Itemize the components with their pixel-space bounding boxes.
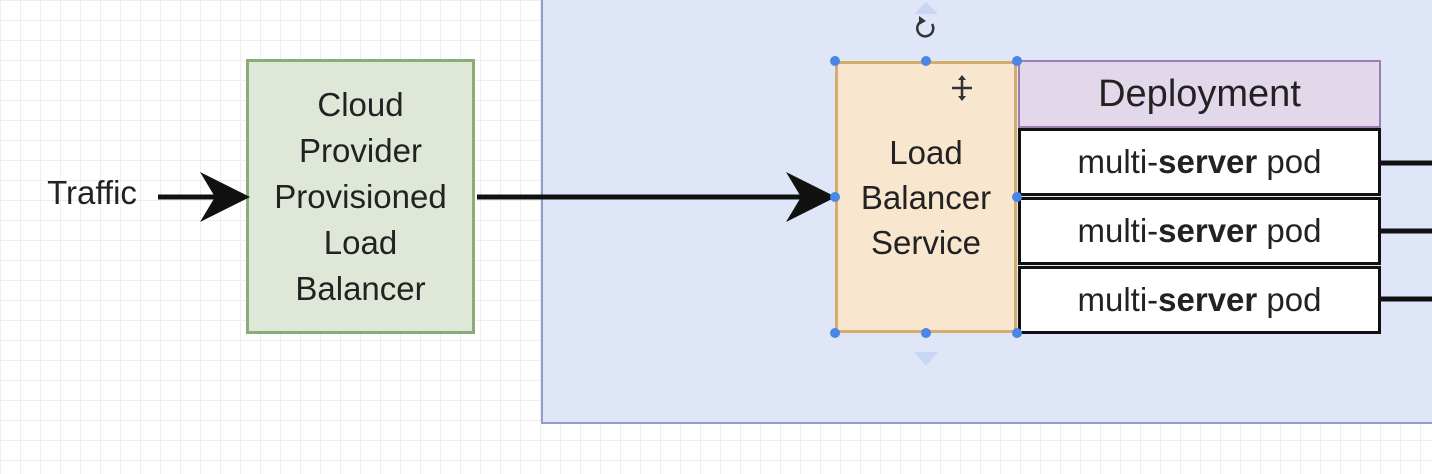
cloud-load-balancer-node[interactable]: Cloud Provider Provisioned Load Balancer [246, 59, 475, 334]
pod-bold: server [1158, 143, 1258, 180]
service-line: Balancer [860, 178, 992, 216]
load-balancer-service-node[interactable]: Load Balancer Service [835, 61, 1017, 333]
selection-handle[interactable] [830, 192, 840, 202]
pod-prefix: multi- [1077, 143, 1159, 180]
cloud-lb-line: Provisioned [274, 177, 447, 215]
pod-prefix: multi- [1077, 281, 1159, 318]
deployment-header[interactable]: Deployment [1018, 60, 1381, 128]
service-line: Service [870, 223, 982, 261]
load-balancer-service-label: Load Balancer Service [861, 130, 991, 265]
selection-handle[interactable] [1012, 192, 1022, 202]
selection-handle[interactable] [1012, 56, 1022, 66]
move-cursor-icon [952, 75, 972, 101]
pod-suffix: pod [1257, 143, 1322, 180]
pod-row[interactable]: multi-server pod [1018, 266, 1381, 334]
cloud-lb-line: Cloud [317, 85, 404, 123]
pod-row[interactable]: multi-server pod [1018, 128, 1381, 196]
pod-bold: server [1158, 281, 1258, 318]
selection-handle[interactable] [1012, 328, 1022, 338]
pod-suffix: pod [1257, 281, 1322, 318]
cloud-lb-line: Load [323, 223, 398, 261]
pod-prefix: multi- [1077, 212, 1159, 249]
selection-handle[interactable] [921, 56, 931, 66]
pod-suffix: pod [1257, 212, 1322, 249]
selection-handle[interactable] [921, 328, 931, 338]
rotate-icon[interactable] [916, 16, 935, 38]
service-line: Load [889, 133, 963, 171]
cloud-lb-line: Balancer [295, 269, 426, 307]
traffic-label[interactable]: Traffic [47, 174, 137, 211]
pod-row[interactable]: multi-server pod [1018, 197, 1381, 265]
cloud-lb-line: Provider [299, 131, 422, 169]
resize-up-arrow-icon[interactable] [914, 2, 938, 14]
resize-down-arrow-icon[interactable] [914, 352, 938, 366]
selection-handle[interactable] [830, 328, 840, 338]
selection-handle[interactable] [830, 56, 840, 66]
cloud-load-balancer-label: Cloud Provider Provisioned Load Balancer [274, 82, 446, 312]
pod-bold: server [1158, 212, 1258, 249]
